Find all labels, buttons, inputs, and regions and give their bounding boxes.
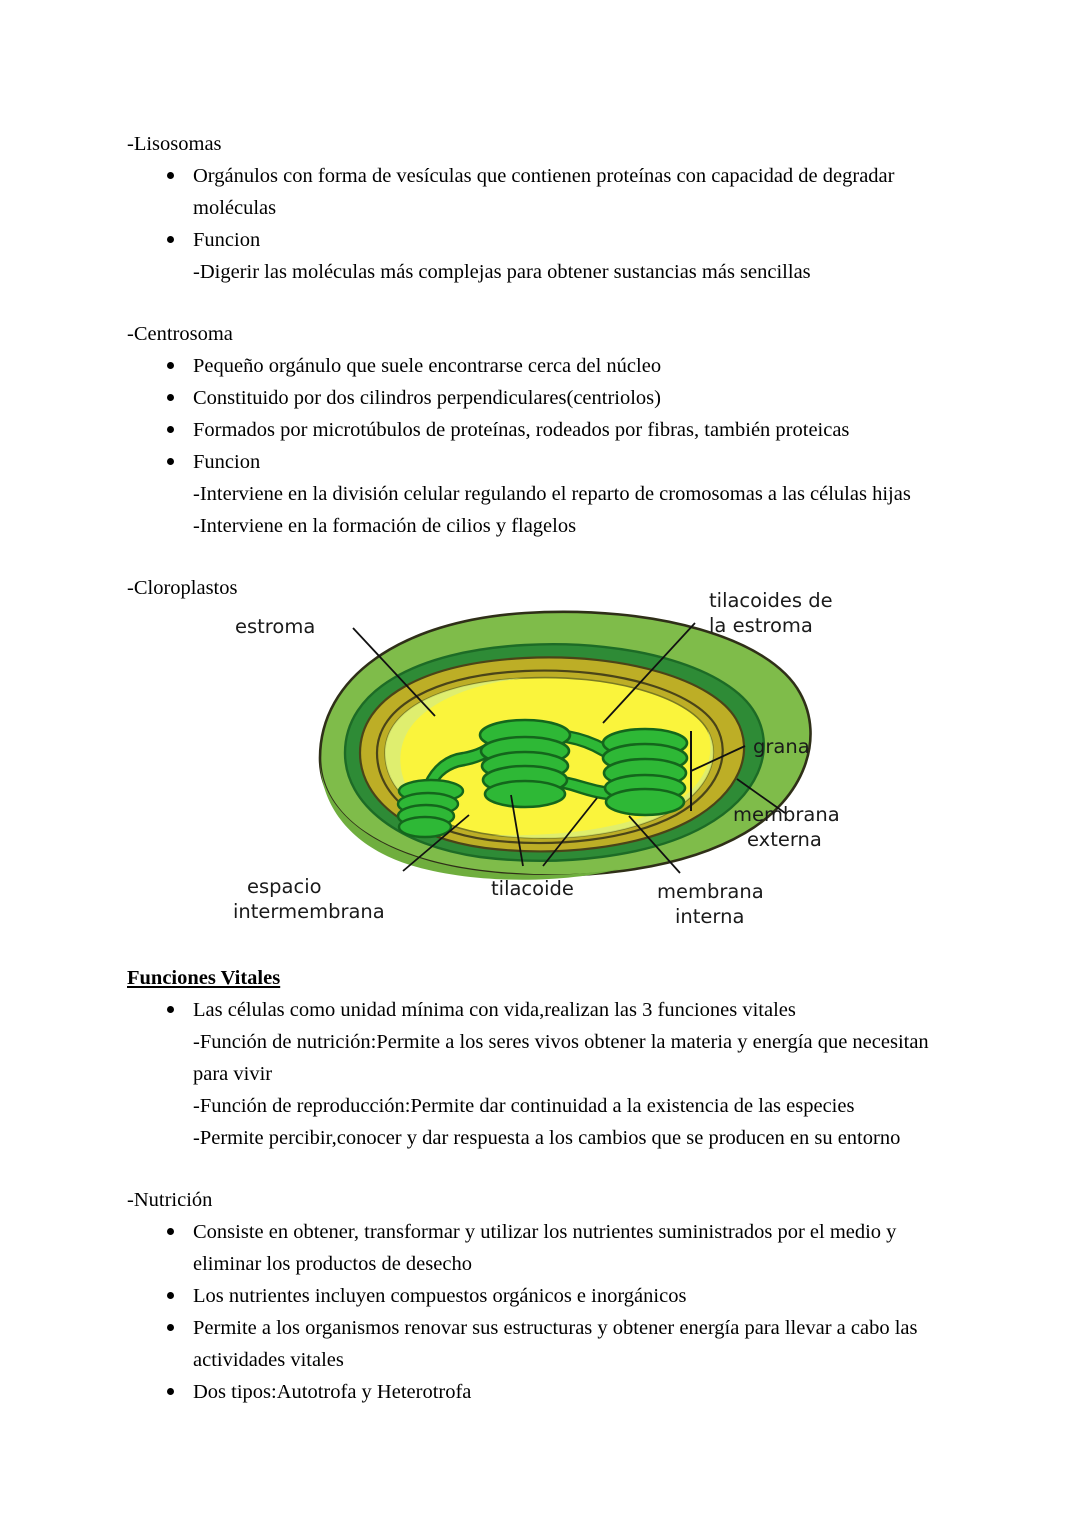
list-item: Permite a los organismos renovar sus est…	[127, 1312, 967, 1376]
section-cloroplastos: -Cloroplastos	[127, 572, 967, 604]
figure-label-membrana-interna-1: membrana	[657, 880, 764, 903]
grana-stack-left	[396, 778, 465, 839]
membrana-interna-line	[375, 669, 724, 845]
list-item: Constituido por dos cilindros perpendicu…	[127, 382, 967, 414]
sub-line: -Función de nutrición:Permite a los sere…	[193, 1031, 929, 1085]
bullet-dot-icon	[167, 236, 174, 243]
section-title-funciones-vitales-wrap: Funciones Vitales	[127, 962, 967, 994]
grana-stack-right	[601, 727, 689, 817]
sub-line: -Interviene en la división celular regul…	[193, 483, 911, 505]
leader-lines	[352, 622, 786, 874]
list-item-text: Permite a los organismos renovar sus est…	[193, 1317, 918, 1371]
bullet-dot-icon	[167, 426, 174, 433]
list-item-text: Pequeño orgánulo que suele encontrarse c…	[193, 355, 662, 377]
figure-label-tilacoide: tilacoide	[491, 877, 574, 900]
list-item-text: Funcion	[193, 229, 261, 251]
bullet-dot-icon	[167, 172, 174, 179]
list-item-text: Consiste en obtener, transformar y utili…	[193, 1221, 897, 1275]
chloroplast-diagram: estroma tilacoides de la estroma grana m…	[225, 583, 885, 938]
outer-body-shade	[320, 758, 620, 880]
section-nutricion: -Nutrición Consiste en obtener, transfor…	[127, 1184, 967, 1408]
list-item-text: Las células como unidad mínima con vida,…	[193, 999, 796, 1021]
document-body: -Lisosomas Orgánulos con forma de vesícu…	[127, 128, 967, 604]
list-item: Orgánulos con forma de vesículas que con…	[127, 160, 967, 224]
section-centrosoma: -Centrosoma Pequeño orgánulo que suele e…	[127, 318, 967, 542]
bullet-dot-icon	[167, 394, 174, 401]
sub-line: -Permite percibir,conocer y dar respuest…	[193, 1127, 901, 1149]
section-lisosomas: -Lisosomas Orgánulos con forma de vesícu…	[127, 128, 967, 288]
bullet-dot-icon	[167, 1228, 174, 1235]
section-title-nutricion: -Nutrición	[127, 1189, 213, 1211]
list-item: Las células como unidad mínima con vida,…	[127, 994, 967, 1026]
bullet-dot-icon	[167, 1324, 174, 1331]
document-body-lower: Funciones Vitales Las células como unida…	[127, 962, 967, 1408]
figure-label-espacio-1: espacio	[247, 875, 322, 898]
figure-label-estroma: estroma	[235, 615, 315, 638]
bullet-dot-icon	[167, 362, 174, 369]
figure-label-membrana-interna-2: interna	[675, 905, 744, 928]
list-item: Consiste en obtener, transformar y utili…	[127, 1216, 967, 1280]
figure-label-membrana-externa-2: externa	[747, 828, 822, 851]
list-item-text: Formados por microtúbulos de proteínas, …	[193, 419, 850, 441]
stroma-pale-left	[385, 678, 525, 815]
bullet-list-centrosoma: Pequeño orgánulo que suele encontrarse c…	[127, 350, 967, 478]
bullet-dot-icon	[167, 1292, 174, 1299]
list-item-text: Orgánulos con forma de vesículas que con…	[193, 165, 895, 219]
list-item: Los nutrientes incluyen compuestos orgán…	[127, 1280, 967, 1312]
list-item: Funcion	[127, 224, 967, 256]
list-item: Dos tipos:Autotrofa y Heterotrofa	[127, 1376, 967, 1408]
bullet-dot-icon	[167, 1006, 174, 1013]
figure-label-tilacoides-estroma-1: tilacoides de	[709, 589, 833, 612]
list-item-text: Los nutrientes incluyen compuestos orgán…	[193, 1285, 687, 1307]
figure-label-grana: grana	[753, 735, 810, 758]
sub-line: -Interviene en la formación de cilios y …	[193, 515, 577, 537]
section-funciones-vitales: Funciones Vitales Las células como unida…	[127, 962, 967, 1154]
list-item: Formados por microtúbulos de proteínas, …	[127, 414, 967, 446]
sub-line: -Función de reproducción:Permite dar con…	[193, 1095, 855, 1117]
bullet-list-lisosomas: Orgánulos con forma de vesículas que con…	[127, 160, 967, 256]
list-item-text: Funcion	[193, 451, 261, 473]
list-item-text: Constituido por dos cilindros perpendicu…	[193, 387, 661, 409]
bullet-dot-icon	[167, 458, 174, 465]
grana-stack-middle	[478, 718, 572, 809]
figure-label-tilacoides-estroma-2: la estroma	[709, 614, 813, 637]
section-title-cloroplastos: -Cloroplastos	[127, 577, 238, 599]
figure-label-membrana-externa-1: membrana	[733, 803, 840, 826]
list-item-text: Dos tipos:Autotrofa y Heterotrofa	[193, 1381, 472, 1403]
sub-line: -Digerir las moléculas más complejas par…	[193, 261, 811, 283]
section-title-lisosomas: -Lisosomas	[127, 133, 222, 155]
figure-label-espacio-2: intermembrana	[233, 900, 385, 923]
section-title-centrosoma: -Centrosoma	[127, 323, 233, 345]
list-item: Pequeño orgánulo que suele encontrarse c…	[127, 350, 967, 382]
section-title-funciones-vitales: Funciones Vitales	[127, 967, 281, 989]
bullet-list-funciones-vitales: Las células como unidad mínima con vida,…	[127, 994, 967, 1026]
bullet-list-nutricion: Consiste en obtener, transformar y utili…	[127, 1216, 967, 1408]
bullet-dot-icon	[167, 1388, 174, 1395]
list-item: Funcion	[127, 446, 967, 478]
